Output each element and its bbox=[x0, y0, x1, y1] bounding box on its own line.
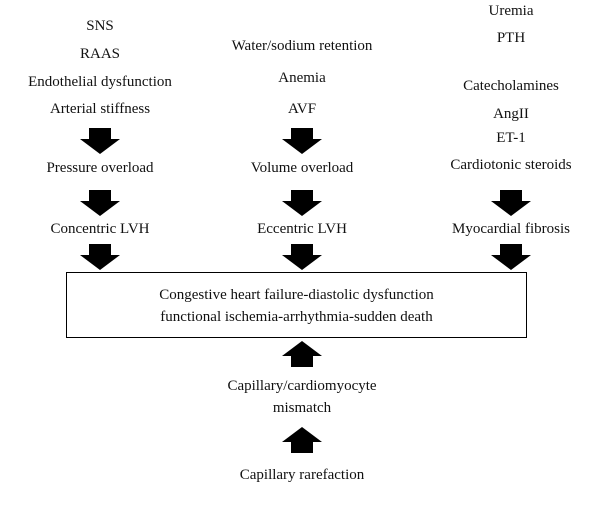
outcome-line-1: Congestive heart failure-diastolic dysfu… bbox=[159, 287, 434, 303]
cause-sns: SNS bbox=[86, 18, 114, 34]
down-arrow-icon bbox=[80, 244, 120, 270]
cause-endothelial-dysfunction: Endothelial dysfunction bbox=[28, 74, 172, 90]
down-arrow-icon bbox=[282, 244, 322, 270]
cause-uremia: Uremia bbox=[488, 3, 534, 19]
cause-pth: PTH bbox=[496, 30, 526, 46]
concentric-lvh: Concentric LVH bbox=[50, 221, 150, 237]
cause-raas: RAAS bbox=[79, 46, 121, 62]
down-arrow-icon bbox=[80, 190, 120, 216]
down-arrow-icon bbox=[491, 244, 531, 270]
eccentric-lvh: Eccentric LVH bbox=[257, 221, 347, 237]
pressure-overload: Pressure overload bbox=[46, 160, 154, 176]
down-arrow-icon bbox=[80, 128, 120, 154]
cause-anemia: Anemia bbox=[278, 70, 326, 86]
capillary-rarefaction: Capillary rarefaction bbox=[239, 467, 365, 483]
down-arrow-icon bbox=[282, 190, 322, 216]
cause-cardiotonic-steroids: Cardiotonic steroids bbox=[450, 157, 572, 173]
cause-catecholamines: Catecholamines bbox=[463, 78, 559, 94]
volume-overload: Volume overload bbox=[250, 160, 354, 176]
down-arrow-icon bbox=[282, 128, 322, 154]
cause-water-sodium-retention: Water/sodium retention bbox=[231, 38, 373, 54]
down-arrow-icon bbox=[491, 190, 531, 216]
up-arrow-icon bbox=[282, 341, 322, 367]
cause-avf: AVF bbox=[287, 101, 317, 117]
cause-et-1: ET-1 bbox=[496, 130, 526, 146]
cause-angii: AngII bbox=[493, 106, 529, 122]
outcome-box: Congestive heart failure-diastolic dysfu… bbox=[66, 272, 527, 338]
up-arrow-icon bbox=[282, 427, 322, 453]
myocardial-fibrosis: Myocardial fibrosis bbox=[452, 221, 570, 237]
cause-arterial-stiffness: Arterial stiffness bbox=[49, 101, 151, 117]
capillary-cardiomyocyte-line-1: Capillary/cardiomyocyte bbox=[227, 378, 377, 394]
capillary-cardiomyocyte-line-2: mismatch bbox=[272, 400, 332, 416]
outcome-line-2: functional ischemia-arrhythmia-sudden de… bbox=[160, 309, 433, 325]
